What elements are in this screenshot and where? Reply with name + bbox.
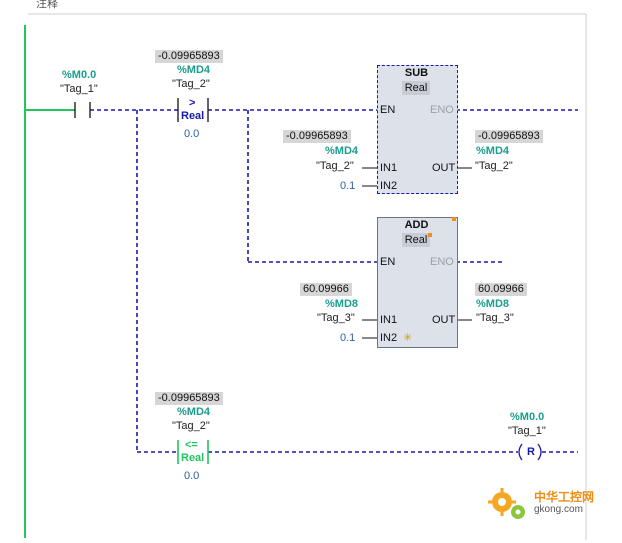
add-in1-address[interactable]: %MD8 — [325, 298, 359, 310]
contact-address: %M0.0 — [62, 69, 97, 81]
compare-le-in2[interactable]: 0.0 — [184, 470, 200, 482]
compare-le-type[interactable]: Real — [181, 452, 205, 464]
compare-gt-instruction[interactable] — [176, 96, 210, 124]
add-in1-tag[interactable]: "Tag_3" — [317, 312, 355, 324]
compare-le-operator: <= — [185, 439, 198, 451]
watermark-en: gkong.com — [534, 504, 583, 515]
add-block-name: ADD — [404, 219, 429, 231]
watermark-cn: 中华工控网 — [534, 490, 595, 504]
compare-gt-symbol — [177, 98, 209, 122]
compare-le-instruction[interactable] — [176, 438, 210, 466]
gkong-watermark: 中华工控网 gkong.com — [486, 484, 616, 524]
compare-gt-value: -0.09965893 — [155, 50, 223, 63]
sub-in1-tag[interactable]: "Tag_2" — [316, 160, 354, 172]
reset-coil-symbol — [518, 443, 542, 461]
add-out-tag[interactable]: "Tag_3" — [476, 312, 514, 324]
add-in2-pin: IN2 — [380, 332, 398, 344]
compare-gt-in2[interactable]: 0.0 — [184, 128, 200, 140]
add-out-value: 60.09966 — [475, 283, 527, 296]
compare-gt-address: %MD4 — [177, 64, 211, 76]
contact-nc-symbol — [74, 102, 91, 118]
add-in2-value[interactable]: 0.1 — [340, 332, 356, 344]
add-in1-value: 60.09966 — [300, 283, 352, 296]
sub-out-address[interactable]: %MD4 — [476, 145, 510, 157]
add-en-pin: EN — [380, 256, 396, 268]
sub-in2-value[interactable]: 0.1 — [340, 180, 356, 192]
add-eno-pin: ENO — [430, 256, 454, 268]
add-out-pin: OUT — [432, 314, 456, 326]
compare-le-address: %MD4 — [177, 406, 211, 418]
sub-en-pin: EN — [380, 104, 396, 116]
compare-le-value: -0.09965893 — [155, 392, 223, 405]
sub-eno-pin: ENO — [430, 104, 454, 116]
add-more-inputs-icon[interactable]: ✳ — [403, 332, 413, 344]
sub-in1-value: -0.09965893 — [283, 130, 351, 143]
contact-nc[interactable] — [72, 100, 94, 120]
reset-coil[interactable] — [516, 442, 546, 462]
compare-gt-tag: "Tag_2" — [172, 78, 210, 90]
compare-gt-type[interactable]: Real — [181, 110, 205, 122]
sub-block-type[interactable]: Real — [404, 82, 428, 94]
add-block-type[interactable]: Real — [404, 234, 428, 246]
add-in1-pin: IN1 — [380, 314, 398, 326]
sub-in1-address[interactable]: %MD4 — [325, 145, 359, 157]
coil-tag: "Tag_1" — [508, 425, 546, 437]
coil-symbol: R — [527, 446, 535, 458]
add-out-address[interactable]: %MD8 — [476, 298, 510, 310]
gear-icon — [488, 488, 525, 519]
compare-le-symbol — [177, 440, 209, 464]
coil-address: %M0.0 — [510, 411, 545, 423]
sub-in2-pin: IN2 — [380, 180, 398, 192]
sub-out-value: -0.09965893 — [475, 130, 543, 143]
comment-label: 注释 — [36, 0, 58, 10]
sub-block-name: SUB — [404, 67, 429, 79]
sub-out-tag[interactable]: "Tag_2" — [475, 160, 513, 172]
sub-in1-pin: IN1 — [380, 162, 398, 174]
sub-out-pin: OUT — [432, 162, 456, 174]
compare-gt-operator: > — [189, 97, 196, 109]
compare-le-tag: "Tag_2" — [172, 420, 210, 432]
contact-tag: "Tag_1" — [60, 83, 98, 95]
